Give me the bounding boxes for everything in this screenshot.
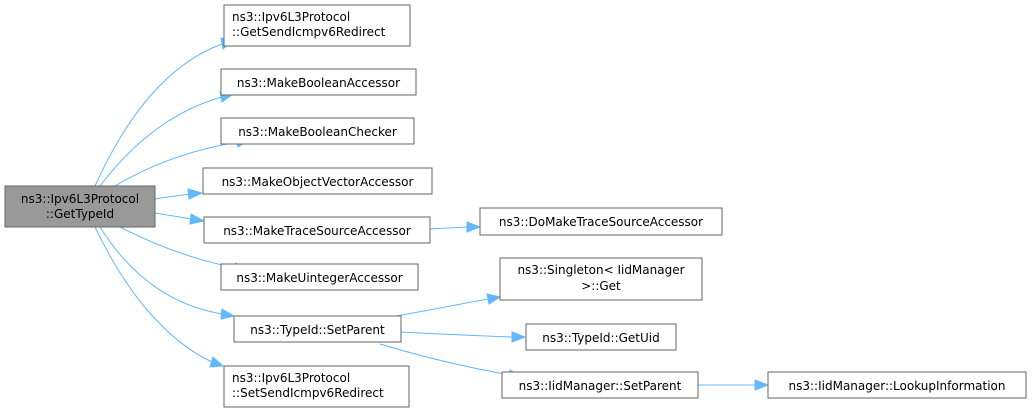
node-label: ns3::TypeId::GetUid — [542, 331, 660, 345]
node-label: ns3::Singleton< IidManager — [517, 263, 684, 277]
node-label: ns3::DoMakeTraceSourceAccessor — [499, 215, 703, 229]
node-do-make-trace-source-accessor[interactable]: ns3::DoMakeTraceSourceAccessor — [479, 207, 723, 236]
edge-root-to-typeid-set-parent — [99, 226, 236, 320]
edge-typeid-set-parent-to-typeid-get-uid — [400, 331, 527, 343]
node-label: ::GetSendIcmpv6Redirect — [232, 25, 386, 39]
node-root-get-type-id[interactable]: ns3::Ipv6L3Protocol ::GetTypeId — [4, 185, 156, 228]
node-make-boolean-checker[interactable]: ns3::MakeBooleanChecker — [220, 117, 415, 145]
node-label: ns3::MakeObjectVectorAccessor — [222, 175, 414, 189]
node-label: ns3::Ipv6L3Protocol — [21, 192, 139, 206]
node-singleton-get[interactable]: ns3::Singleton< IidManager >::Get — [499, 257, 703, 301]
node-typeid-set-parent[interactable]: ns3::TypeId::SetParent — [233, 315, 402, 343]
node-get-send-icmpv6-redirect[interactable]: ns3::Ipv6L3Protocol ::GetSendIcmpv6Redir… — [223, 4, 411, 47]
node-label: ns3::IidManager::SetParent — [519, 379, 682, 393]
node-label: ns3::Ipv6L3Protocol — [232, 10, 350, 24]
node-make-trace-source-accessor[interactable]: ns3::MakeTraceSourceAccessor — [203, 216, 431, 244]
node-label: ns3::MakeBooleanAccessor — [237, 76, 400, 90]
node-label: ::GetTypeId — [46, 207, 114, 221]
node-make-boolean-accessor[interactable]: ns3::MakeBooleanAccessor — [220, 68, 417, 96]
edge-root-to-set-send-icmpv6-redirect — [94, 226, 225, 368]
edge-iidmanager-set-parent-to-iidmanager-lookup-information — [698, 379, 770, 391]
node-make-uinteger-accessor[interactable]: ns3::MakeUintegerAccessor — [220, 263, 419, 291]
edge-make-trace-source-accessor-to-do-make-trace-source-accessor — [429, 221, 482, 233]
node-label: ns3::IidManager::LookupInformation — [789, 379, 1006, 393]
node-iidmanager-set-parent[interactable]: ns3::IidManager::SetParent — [501, 371, 699, 399]
node-label: ns3::MakeUintegerAccessor — [236, 271, 402, 285]
edge-typeid-set-parent-to-singleton-get — [384, 293, 502, 319]
node-label: ::SetSendIcmpv6Redirect — [232, 386, 384, 400]
node-iidmanager-lookup-information[interactable]: ns3::IidManager::LookupInformation — [767, 371, 1027, 399]
node-label: ns3::TypeId::SetParent — [250, 323, 385, 337]
node-label: >::Get — [581, 279, 621, 293]
edge-root-to-make-object-vector-accessor — [154, 188, 204, 200]
node-label: ns3::MakeTraceSourceAccessor — [223, 224, 411, 238]
edge-root-to-make-trace-source-accessor — [154, 212, 206, 225]
node-typeid-get-uid[interactable]: ns3::TypeId::GetUid — [525, 323, 677, 351]
node-set-send-icmpv6-redirect[interactable]: ns3::Ipv6L3Protocol ::SetSendIcmpv6Redir… — [223, 365, 410, 408]
node-label: ns3::MakeBooleanChecker — [238, 125, 397, 139]
node-label: ns3::Ipv6L3Protocol — [232, 371, 350, 385]
node-make-object-vector-accessor[interactable]: ns3::MakeObjectVectorAccessor — [202, 167, 433, 195]
edge-root-to-get-send-icmpv6-redirect — [94, 37, 236, 187]
